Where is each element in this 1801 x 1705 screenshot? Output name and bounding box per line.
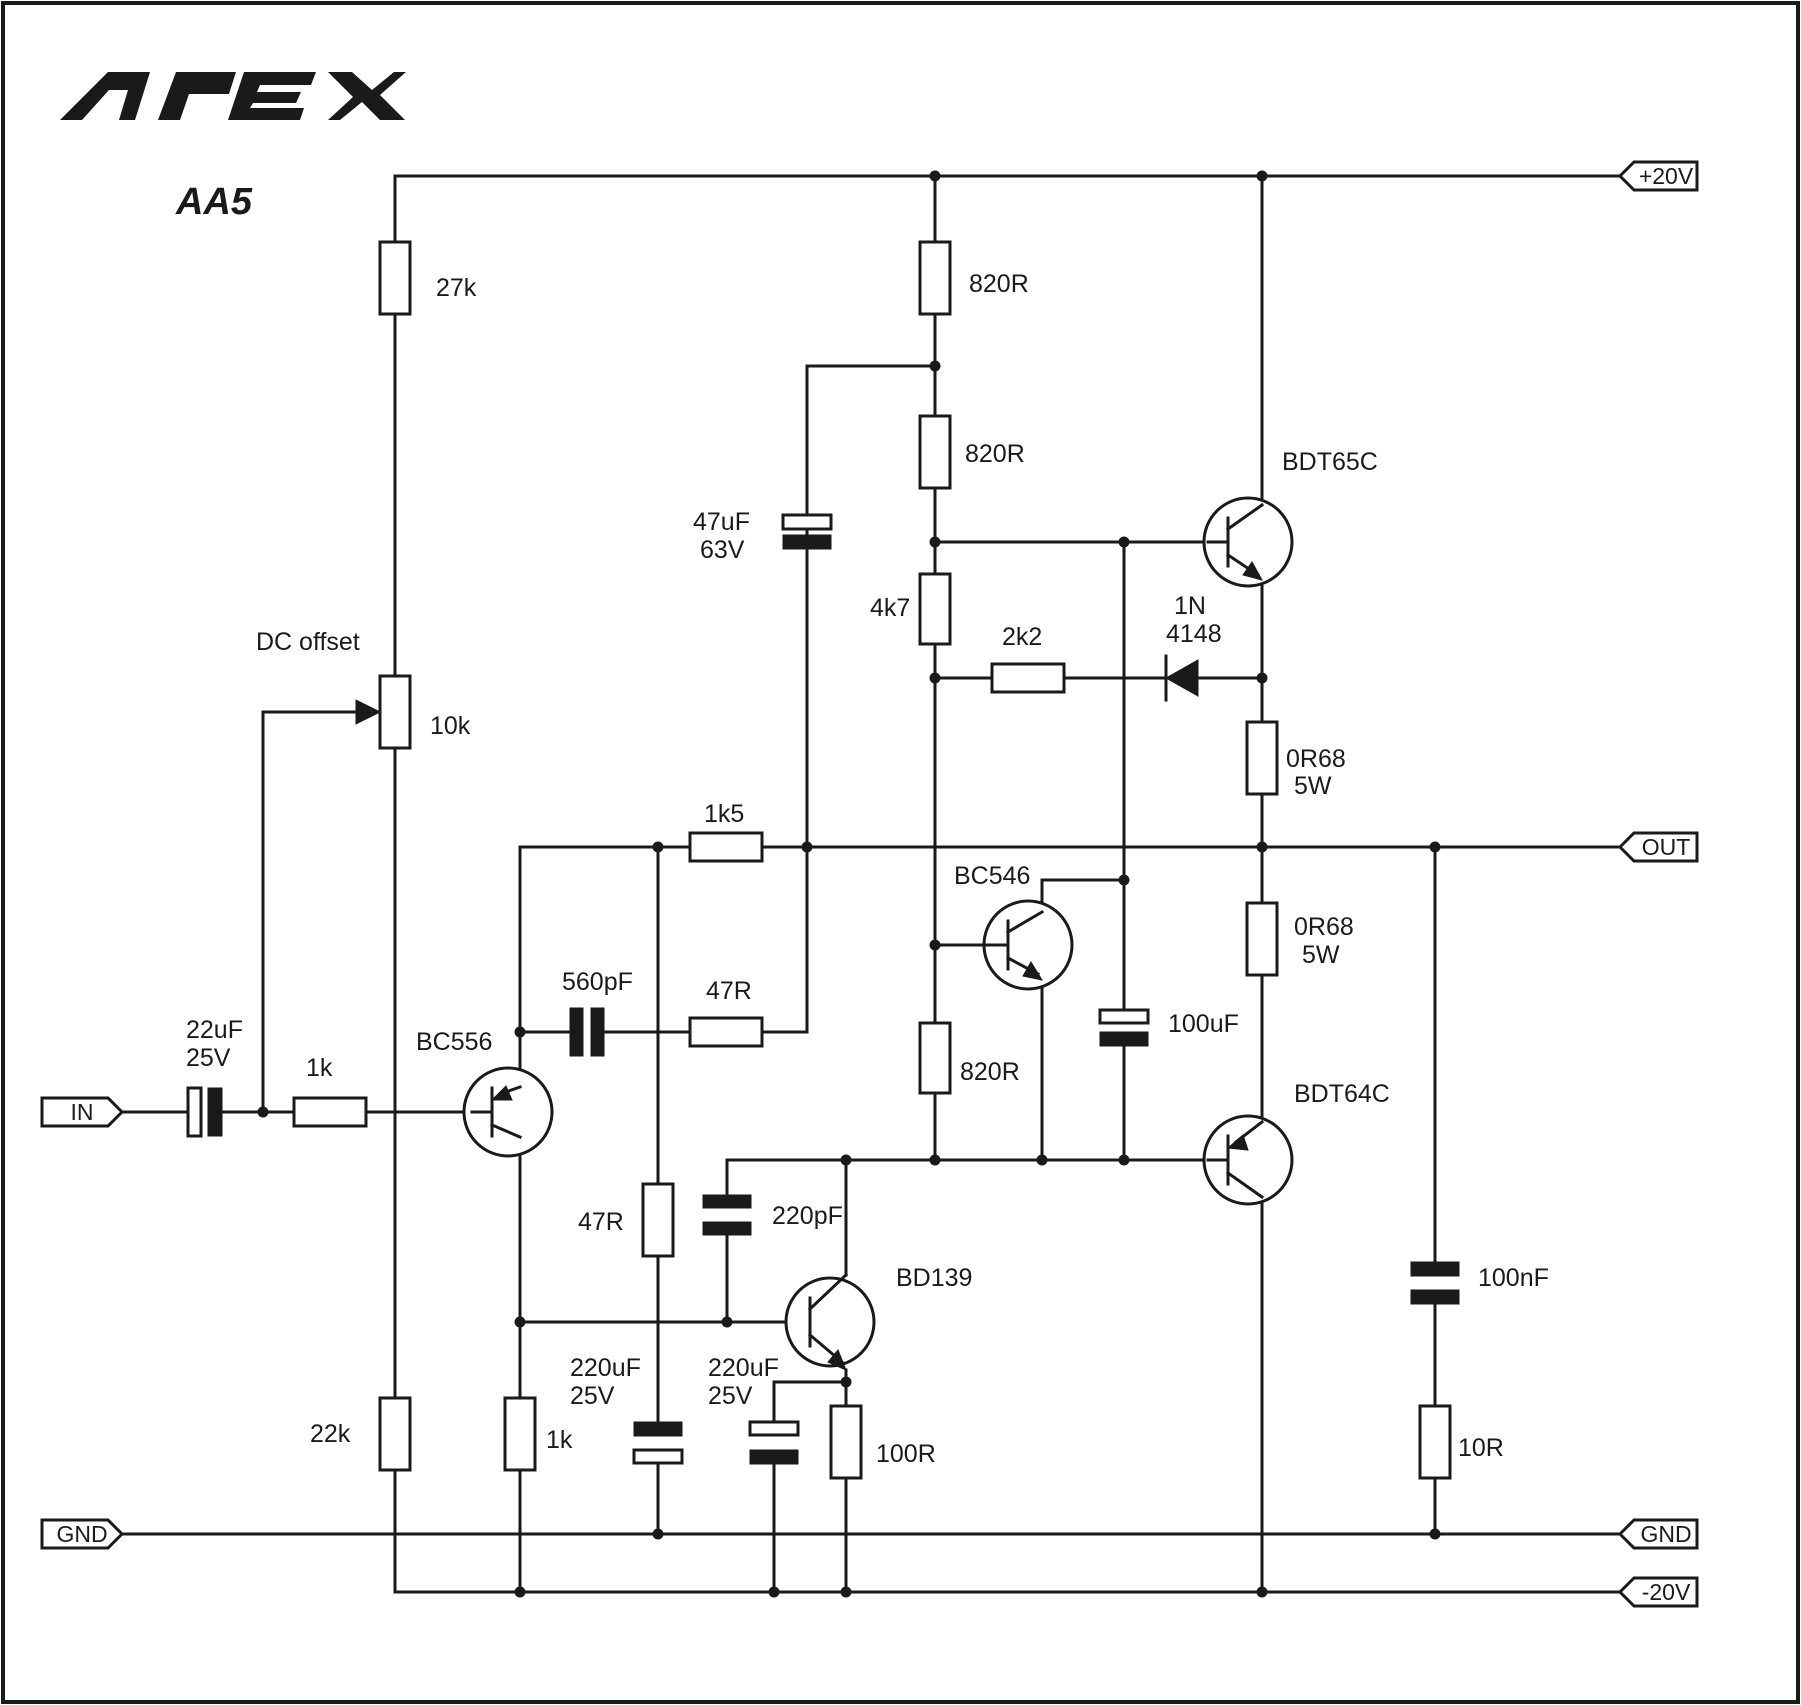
capacitor-220uf-a [632, 1421, 684, 1465]
resistor-22k [378, 1396, 412, 1472]
resistor-100r [829, 1404, 863, 1480]
resistor-1k-input [292, 1096, 368, 1128]
label-1k-input: 1k [306, 1054, 333, 1082]
label-0r68-top-w: 5W [1294, 772, 1332, 800]
label-820r-top: 820R [969, 270, 1029, 298]
resistor-0r68-bottom [1245, 901, 1279, 977]
resistor-10r [1418, 1404, 1452, 1480]
capacitor-22uf [186, 1086, 223, 1138]
label-220uf-b-voltage: 25V [708, 1382, 753, 1410]
junction-dots [257, 170, 1441, 1598]
capacitor-220uf-b [748, 1420, 800, 1465]
svg-text:GND: GND [56, 1521, 107, 1547]
label-47uf-voltage: 63V [700, 536, 745, 564]
label-0r68-top: 0R68 [1286, 745, 1346, 773]
resistor-820r-mid [918, 414, 952, 490]
resistor-820r-low [918, 1021, 952, 1095]
label-dc-offset: DC offset [256, 628, 360, 656]
capacitor-100uf [1098, 1008, 1150, 1047]
label-0r68-bottom: 0R68 [1294, 913, 1354, 941]
resistor-4k7 [918, 572, 952, 646]
label-47uf: 47uF [693, 508, 750, 536]
resistor-47r-low [641, 1182, 675, 1258]
transistor-bd139 [784, 1272, 876, 1371]
resistor-1k5 [688, 831, 764, 863]
label-220pf: 220pF [772, 1202, 843, 1230]
label-bc546: BC546 [954, 862, 1030, 890]
label-100uf: 100uF [1168, 1010, 1239, 1038]
label-47r-low: 47R [578, 1208, 624, 1236]
label-1k5: 1k5 [704, 800, 744, 828]
potentiometer-dc-offset [355, 674, 412, 750]
label-820r-low: 820R [960, 1058, 1020, 1086]
label-2k2: 2k2 [1002, 623, 1042, 651]
port-gnd-right: GND [1617, 1518, 1699, 1550]
label-10k: 10k [430, 712, 471, 740]
label-47r-feedback: 47R [706, 977, 752, 1005]
transistor-bc546 [982, 899, 1074, 991]
label-bd139: BD139 [896, 1264, 972, 1292]
wiper-arrow-icon [355, 699, 382, 725]
transistor-bc556 [462, 1066, 554, 1158]
label-22uf: 22uF [186, 1016, 243, 1044]
port-pos-supply: +20V [1617, 160, 1699, 192]
resistor-820r-top [918, 240, 952, 316]
label-820r-mid: 820R [965, 440, 1025, 468]
svg-text:IN: IN [71, 1099, 94, 1125]
label-27k: 27k [436, 274, 477, 302]
label-10r: 10R [1458, 1434, 1504, 1462]
label-100r: 100R [876, 1440, 936, 1468]
label-0r68-bottom-w: 5W [1302, 941, 1340, 969]
resistor-0r68-top [1245, 720, 1279, 796]
port-gnd-left: GND [40, 1518, 125, 1550]
circuit-title: AA5 [175, 181, 253, 223]
label-22uf-voltage: 25V [186, 1044, 231, 1072]
port-in: IN [40, 1096, 125, 1128]
capacitor-560pf [569, 1007, 605, 1057]
label-220uf-b: 220uF [708, 1354, 779, 1382]
diode-1n4148 [1164, 654, 1199, 702]
capacitor-220pf [702, 1194, 752, 1236]
svg-text:OUT: OUT [1642, 834, 1691, 860]
label-bc556: BC556 [416, 1028, 492, 1056]
svg-text:+20V: +20V [1639, 163, 1694, 189]
label-220uf-a-voltage: 25V [570, 1382, 615, 1410]
capacitor-47uf [781, 364, 833, 849]
resistor-2k2 [990, 662, 1066, 694]
apex-logo [60, 72, 406, 120]
label-100nf: 100nF [1478, 1264, 1549, 1292]
transistor-bdt65c [1202, 496, 1294, 588]
resistor-1k-low [503, 1396, 537, 1472]
label-bdt64c: BDT64C [1294, 1080, 1390, 1108]
label-220uf-a: 220uF [570, 1354, 641, 1382]
label-4148: 4148 [1166, 620, 1222, 648]
capacitor-100nf [1410, 1261, 1460, 1305]
svg-text:GND: GND [1640, 1521, 1691, 1547]
transistor-bdt64c [1202, 1114, 1294, 1206]
label-1k-low: 1k [546, 1426, 573, 1454]
resistor-47r-feedback [688, 1016, 764, 1048]
label-22k: 22k [310, 1420, 351, 1448]
label-1n: 1N [1174, 592, 1206, 620]
label-bdt65c: BDT65C [1282, 448, 1378, 476]
component-labels: 27k 820R 820R 4k7 2k2 0R68 5W 0R68 5W 1k… [186, 270, 1549, 1468]
label-560pf: 560pF [562, 968, 633, 996]
svg-text:-20V: -20V [1642, 1579, 1691, 1605]
resistor-27k [378, 240, 412, 316]
port-out: OUT [1617, 831, 1699, 863]
port-neg-supply: -20V [1617, 1576, 1699, 1608]
label-4k7: 4k7 [870, 594, 910, 622]
